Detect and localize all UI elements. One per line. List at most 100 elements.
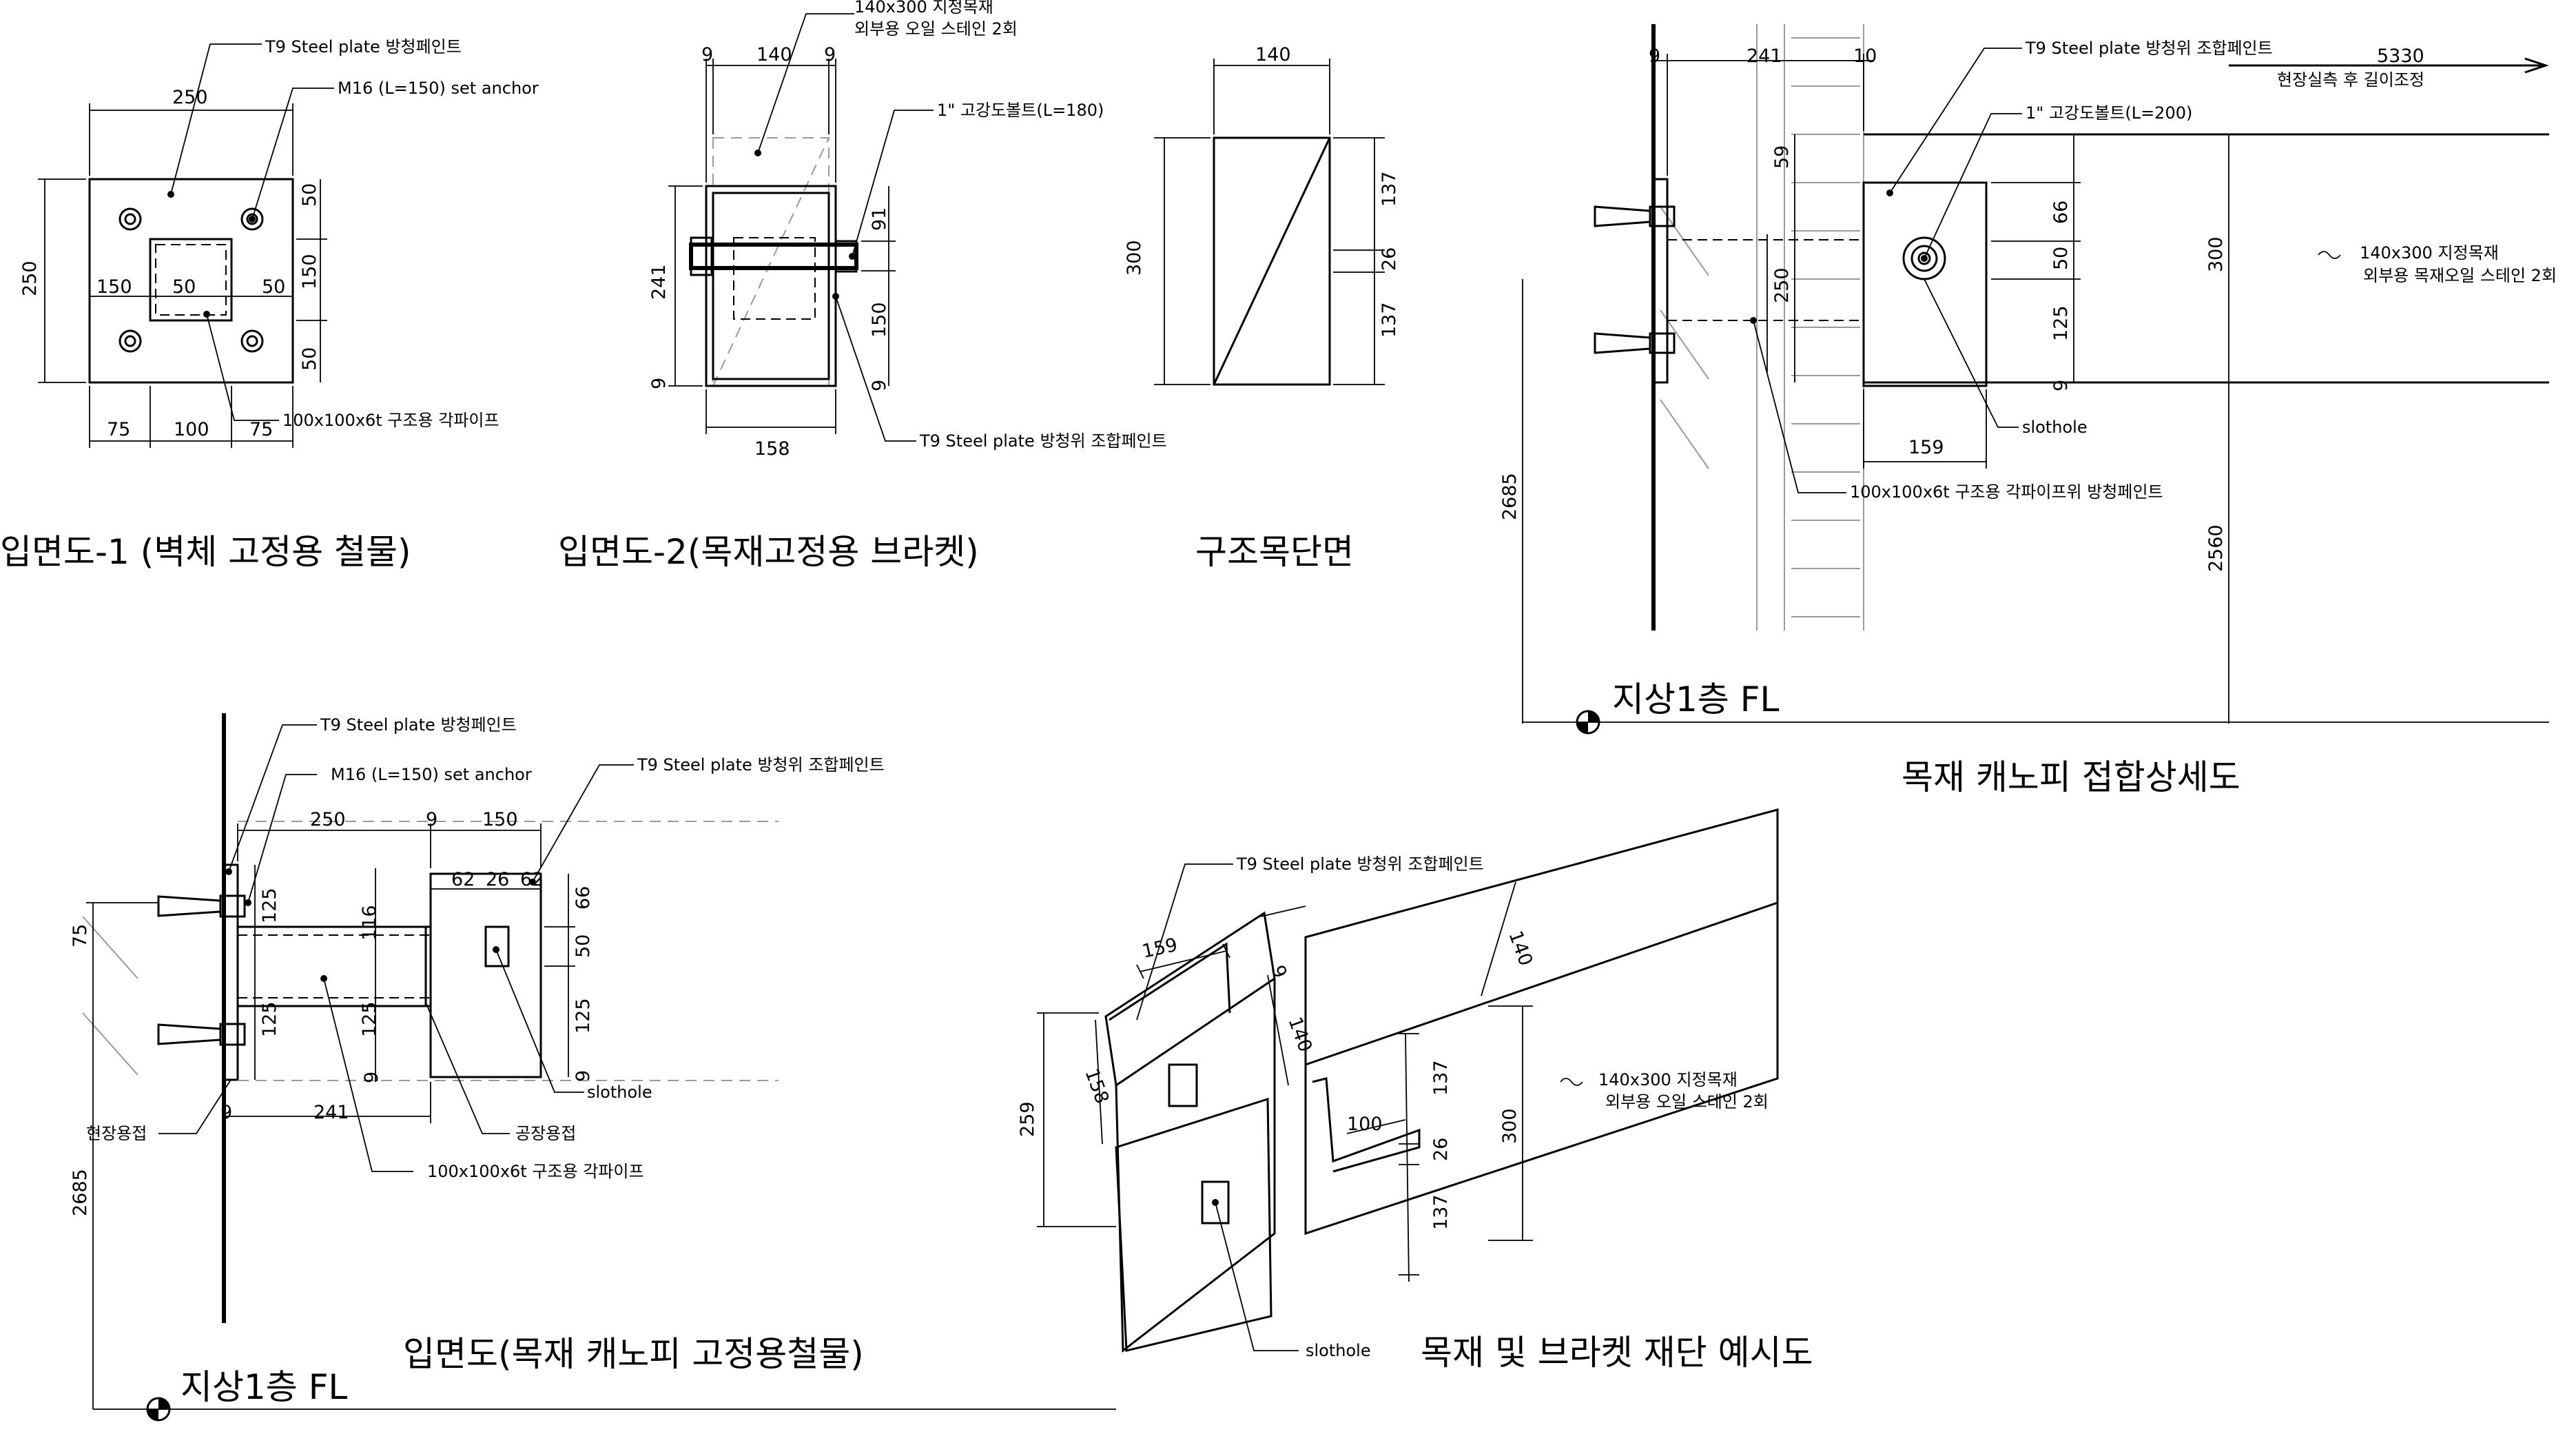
elev1-dim-r2: 150: [299, 254, 320, 289]
elev2-dim-t1: 9: [701, 44, 713, 65]
wall-cladding-hatch: [1660, 24, 1864, 631]
elev3-dim-r66: 66: [573, 886, 594, 910]
detail-dim-2560: 2560: [2205, 524, 2227, 572]
elev3-dim-r50: 50: [573, 934, 594, 958]
text-layer: 입면도-1 (벽체 고정용 철물) T9 Steel plate 방청페인트 M…: [0, 0, 2557, 1407]
iso-dim-137b: 137: [1430, 1194, 1452, 1230]
elev3-dimension-lines: [86, 823, 575, 1409]
detail-bracket-plate: [1862, 181, 1988, 387]
wall-anchor-plate: [1652, 178, 1669, 384]
elev1-dim-r1: 50: [299, 183, 320, 207]
iso-slothole-top: [1168, 1063, 1198, 1107]
detail-dim-t1: 9: [1649, 45, 1660, 67]
iso-dim-137a: 137: [1430, 1060, 1452, 1096]
elev3-dim-75: 75: [70, 924, 91, 948]
elev1-dim-r3: 50: [299, 347, 320, 371]
elev3-anchor-bolts: [157, 894, 246, 1046]
elev3-note-site-weld: 현장용접: [86, 1124, 147, 1143]
iso-dim-259: 259: [1017, 1101, 1038, 1137]
elev1-title: 입면도-1 (벽체 고정용 철물): [0, 532, 411, 572]
elev3-dim-2685: 2685: [70, 1169, 91, 1216]
elev3-dim-t1: 250: [310, 809, 346, 830]
elev3-dim-m125: 125: [359, 1001, 380, 1037]
elev1-dimension-lines: [38, 103, 327, 448]
elev2-dim-r2: 150: [869, 302, 890, 338]
elev1-dim-m1: 150: [96, 276, 132, 298]
detail-dimension-lines: [1522, 54, 2229, 724]
elev3-level-marker: [146, 1397, 171, 1422]
elev2-dim-r1: 91: [869, 207, 890, 231]
high-strength-bolt: [689, 243, 858, 270]
detail-note-length: 현장실측 후 길이조정: [2277, 70, 2424, 90]
iso-leaders: [1136, 863, 1583, 1351]
elevation-3-view: [82, 713, 1116, 1422]
iso-title: 목재 및 브라켓 재단 예시도: [1421, 1333, 1813, 1373]
elev3-dim-l125b: 125: [259, 1001, 280, 1037]
iso-dim-26: 26: [1430, 1138, 1452, 1161]
iso-plate-back: [1104, 911, 1276, 1087]
timber-section: [1213, 136, 1331, 386]
elev2-dim-r3: 9: [869, 380, 890, 391]
detail-dim-t3: 10: [1853, 45, 1877, 67]
iso-dim-300: 300: [1499, 1108, 1521, 1144]
detail-dim-length: 5330: [2377, 45, 2424, 67]
elevation-2-view: [668, 13, 934, 442]
elev1-dim-m2: 50: [172, 276, 196, 298]
detail-dim-2685: 2685: [1499, 473, 1521, 520]
detail-dim-r2: 50: [2050, 247, 2072, 270]
anchor-bolts: [119, 207, 264, 353]
section-dimension-lines: [1154, 59, 1385, 385]
elev1-dim-b1: 75: [107, 419, 130, 440]
elev2-note-plate: T9 Steel plate 방청위 조합페인트: [919, 431, 1167, 451]
elev3-dim-62b: 62: [520, 869, 544, 890]
elev1-dim-m3: 50: [262, 276, 285, 298]
elev3-dim-l125a: 125: [259, 888, 280, 923]
bracket-pipe-hidden: [733, 237, 816, 320]
iso-dim-100: 100: [1347, 1114, 1383, 1135]
iso-dim-158: 158: [1080, 1066, 1113, 1107]
iso-note-timber: 140x300 지정목재: [1598, 1070, 1738, 1089]
elev3-level-label: 지상1층 FL: [181, 1367, 347, 1407]
elev2-leaders: [757, 13, 934, 442]
detail-anchor-bolts: [1594, 205, 1676, 354]
square-pipe-inner: [155, 244, 227, 316]
detail-dim-l1: 59: [1771, 145, 1793, 169]
detail-note-stain: 외부용 목재오일 스테인 2회: [2363, 266, 2557, 285]
elev3-leaders: [158, 724, 634, 1172]
elev2-dim-left: 241: [648, 264, 670, 300]
elevation-1-view: [38, 43, 334, 448]
elev3-dim-62a: 62: [451, 869, 475, 890]
detail-note-bolt: 1" 고강도볼트(L=200): [2026, 103, 2192, 123]
joint-detail-view: [1522, 24, 2549, 735]
section-dim-r2: 26: [1379, 247, 1400, 271]
detail-leaders: [1753, 48, 2341, 493]
iso-plate-front: [1115, 1097, 1272, 1352]
elev2-dimension-lines: [668, 59, 896, 434]
elev1-dim-b3: 75: [249, 419, 273, 440]
elev1-dim-b2: 100: [174, 419, 209, 440]
elev1-dim-top: 250: [172, 87, 208, 108]
detail-dim-r1: 66: [2050, 201, 2072, 224]
detail-title: 목재 캐노피 접합상세도: [1902, 757, 2240, 797]
bracket-plate: [705, 185, 837, 387]
elev3-note-shop-weld: 공장용접: [515, 1124, 576, 1143]
detail-level-marker: [1576, 710, 1600, 735]
detail-dim-r4: 9: [2050, 380, 2072, 391]
elev3-note-anchor: M16 (L=150) set anchor: [331, 765, 532, 784]
elev3-dim-t3: 150: [482, 809, 518, 830]
elev3-hatch: [82, 916, 138, 1076]
elev2-note-stain: 외부용 오일 스테인 2회: [854, 19, 1018, 39]
detail-note-slothole: slothole: [2022, 418, 2088, 437]
detail-dim-300: 300: [2205, 236, 2227, 272]
iso-dim-159: 159: [1140, 934, 1179, 963]
iso-note-plate: T9 Steel plate 방청위 조합페인트: [1236, 854, 1484, 874]
section-dim-width: 140: [1255, 44, 1291, 65]
iso-timber-side: [1304, 903, 1779, 1236]
elev2-dim-t3: 9: [824, 44, 836, 65]
elev1-note-pipe: 100x100x6t 구조용 각파이프: [282, 411, 499, 430]
anchor-plate: [88, 178, 294, 384]
detail-dim-r3: 125: [2050, 305, 2072, 341]
elev1-leaders: [170, 43, 334, 421]
iso-timber-notch: [1312, 1077, 1421, 1173]
elev3-note-pipe: 100x100x6t 구조용 각파이프: [427, 1162, 644, 1181]
